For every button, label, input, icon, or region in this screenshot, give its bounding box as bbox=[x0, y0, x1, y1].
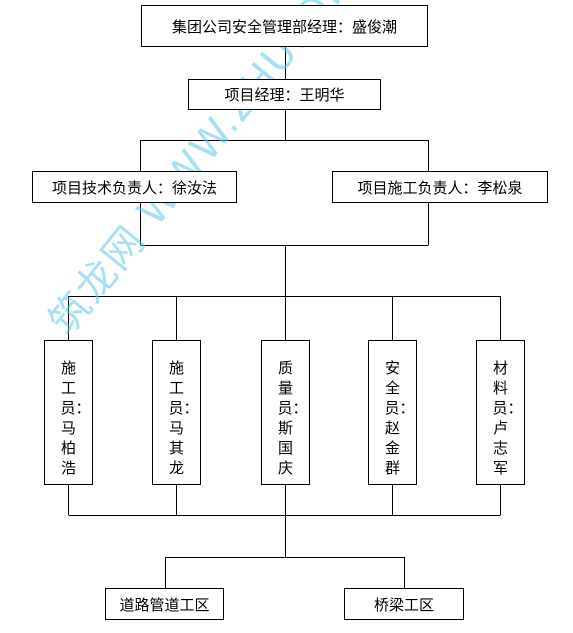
top-manager-label: 集团公司安全管理部经理：盛俊潮 bbox=[171, 17, 397, 36]
staff-box-3: 质量员：斯国庆 bbox=[261, 340, 310, 485]
project-manager-box: 项目经理：王明华 bbox=[188, 79, 381, 110]
staff-box-5: 材料员：卢志军 bbox=[476, 340, 525, 485]
road-pipe-work-area-label: 道路管道工区 bbox=[119, 595, 210, 614]
staff-label-5: 材料员：卢志军 bbox=[492, 359, 523, 477]
staff-box-4: 安全员：赵金群 bbox=[368, 340, 417, 485]
construction-lead-box: 项目施工负责人：李松泉 bbox=[332, 171, 548, 203]
tech-lead-label: 项目技术负责人：徐汝法 bbox=[51, 178, 217, 197]
staff-label-4: 安全员：赵金群 bbox=[384, 359, 415, 477]
staff-label-1: 施工员：马柏浩 bbox=[60, 359, 91, 477]
bridge-work-area-box: 桥梁工区 bbox=[344, 588, 464, 620]
staff-label-3: 质量员：斯国庆 bbox=[277, 359, 308, 477]
road-pipe-work-area-box: 道路管道工区 bbox=[105, 588, 224, 620]
staff-box-1: 施工员：马柏浩 bbox=[44, 340, 93, 485]
staff-box-2: 施工员：马其龙 bbox=[152, 340, 201, 485]
construction-lead-label: 项目施工负责人：李松泉 bbox=[357, 178, 523, 197]
tech-lead-box: 项目技术负责人：徐汝法 bbox=[32, 171, 237, 203]
bridge-work-area-label: 桥梁工区 bbox=[373, 595, 434, 614]
project-manager-label: 项目经理：王明华 bbox=[224, 86, 345, 104]
staff-label-2: 施工员：马其龙 bbox=[168, 359, 199, 477]
top-manager-box: 集团公司安全管理部经理：盛俊潮 bbox=[141, 5, 428, 47]
